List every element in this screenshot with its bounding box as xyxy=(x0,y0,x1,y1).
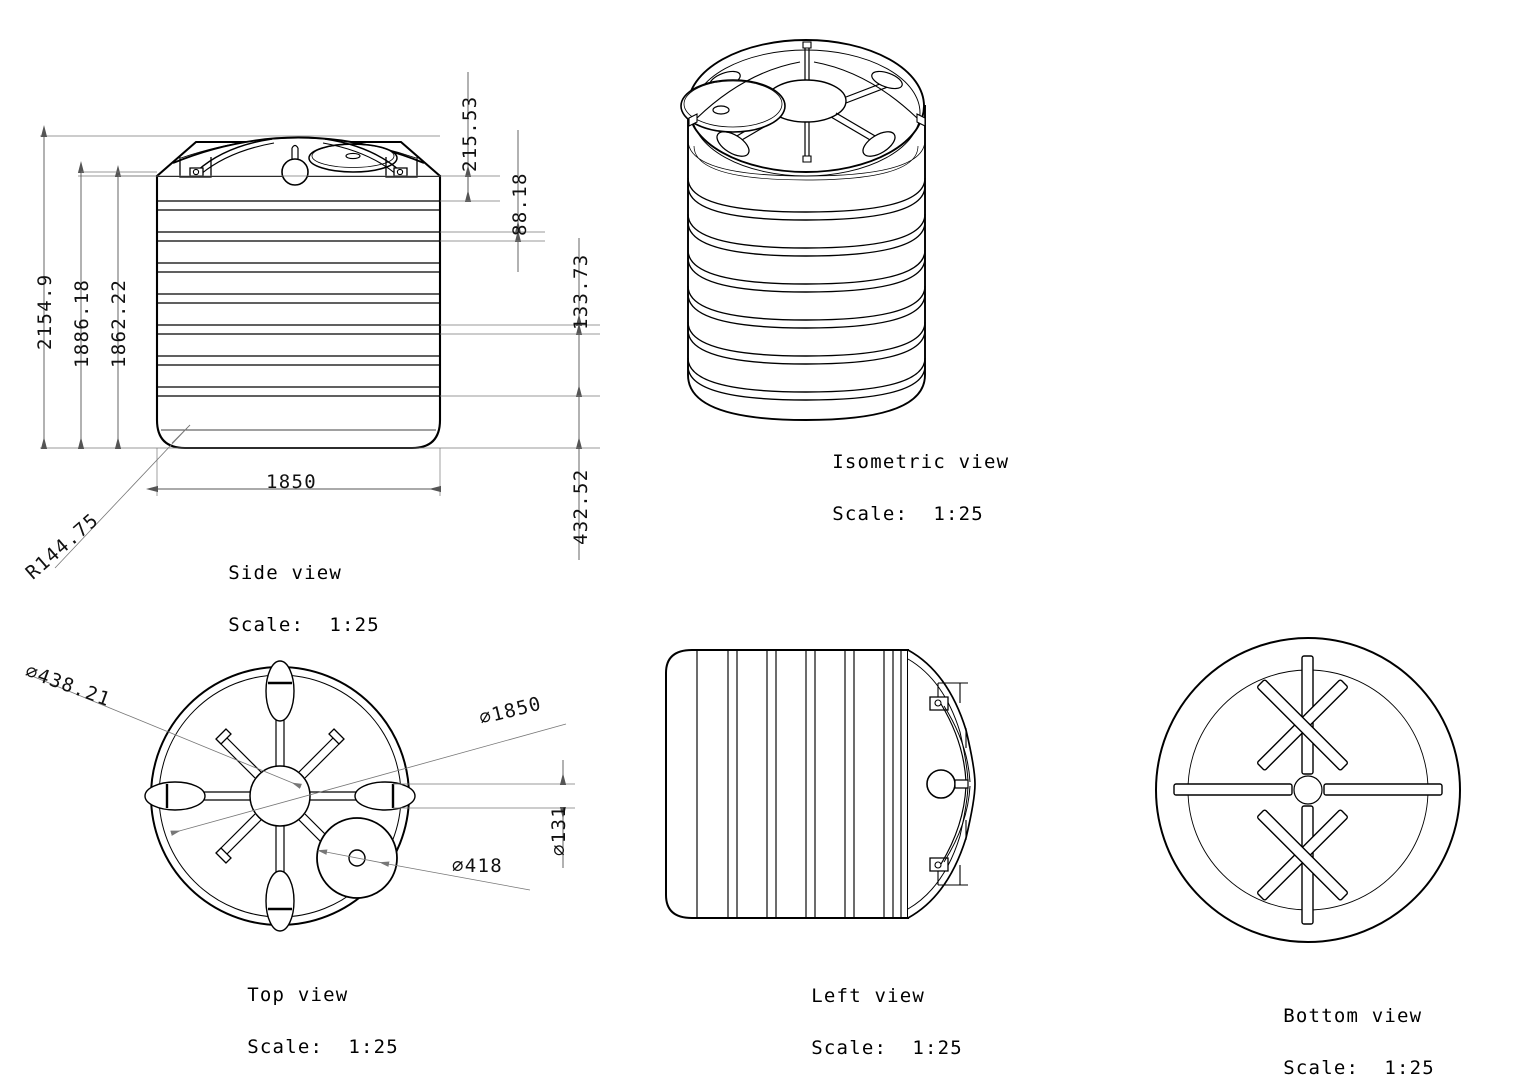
caption-side-view-scale: Scale: 1:25 xyxy=(228,614,380,636)
caption-side-view: Side view Scale: 1:25 xyxy=(203,534,380,638)
dim-top-nozzle-diameter: ⌀131 xyxy=(548,805,570,856)
caption-isometric-view-title: Isometric view xyxy=(832,451,1010,473)
caption-left-view: Left view Scale: 1:25 xyxy=(786,957,963,1061)
dim-body-height: 1862.22 xyxy=(108,278,130,368)
caption-isometric-view: Isometric view Scale: 1:25 xyxy=(807,423,1009,527)
top-view-geometry xyxy=(144,660,416,932)
dim-rib-spacing-upper: 88.18 xyxy=(509,172,531,236)
isometric-view-geometry xyxy=(680,39,926,421)
side-view-radius-leader xyxy=(54,424,191,569)
caption-left-view-scale: Scale: 1:25 xyxy=(811,1037,963,1059)
left-view-geometry xyxy=(665,649,976,919)
caption-bottom-view-title: Bottom view xyxy=(1283,1005,1423,1027)
caption-top-view-title: Top view xyxy=(247,984,349,1006)
side-view-dimensions-right xyxy=(440,72,600,560)
caption-top-view-scale: Scale: 1:25 xyxy=(247,1036,399,1058)
dim-side-width: 1850 xyxy=(266,471,317,493)
top-view-dimensions xyxy=(31,675,575,891)
side-view-geometry xyxy=(155,136,442,450)
caption-top-view: Top view Scale: 1:25 xyxy=(222,956,399,1060)
caption-bottom-view-scale: Scale: 1:25 xyxy=(1283,1057,1435,1079)
dim-rib-spacing-mid: 133.73 xyxy=(570,253,592,330)
caption-isometric-view-scale: Scale: 1:25 xyxy=(832,503,984,525)
dim-lid-top-offset: 215.53 xyxy=(459,95,481,172)
dim-base-height: 432.52 xyxy=(570,468,592,545)
caption-left-view-title: Left view xyxy=(811,985,926,1007)
side-view-dimensions-left xyxy=(40,125,440,449)
caption-bottom-view: Bottom view Scale: 1:25 xyxy=(1258,977,1435,1081)
caption-side-view-title: Side view xyxy=(228,562,343,584)
dim-body-to-top-height: 1886.18 xyxy=(71,278,93,368)
dim-top-lid-diameter: ⌀418 xyxy=(452,855,503,877)
side-view-width-dimension xyxy=(146,448,441,496)
dim-overall-height: 2154.9 xyxy=(34,273,56,350)
bottom-view-geometry xyxy=(1155,637,1461,943)
